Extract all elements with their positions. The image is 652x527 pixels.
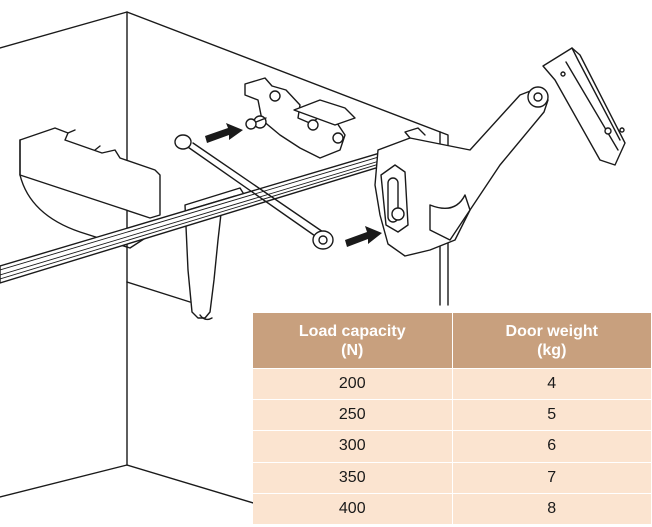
arrow-top [205,118,266,143]
table-header-row: Load capacity (N) Door weight (kg) [253,313,651,369]
cell-load-capacity: 250 [253,399,453,431]
door-mounting-plate [543,48,625,165]
cell-load-capacity: 300 [253,430,453,463]
header-load-capacity: Load capacity (N) [253,313,453,369]
table-row: 400 8 [253,492,651,524]
table-row: 200 4 [253,367,651,400]
cell-door-weight: 7 [452,461,651,494]
load-capacity-table: Load capacity (N) Door weight (kg) 200 4… [253,313,651,524]
cell-door-weight: 4 [452,367,651,400]
cell-door-weight: 8 [452,492,651,524]
table-row: 300 6 [253,430,651,463]
strut-rod [175,135,333,249]
header-load-capacity-title: Load capacity [298,322,406,340]
table-row: 350 7 [253,461,651,494]
rear-fitting-plate [245,78,355,158]
header-door-weight: Door weight (kg) [452,313,651,369]
cell-load-capacity: 200 [253,367,453,400]
header-door-weight-unit: (kg) [537,341,567,359]
header-door-weight-title: Door weight [505,322,598,340]
left-mounting-bracket [20,128,160,248]
cell-door-weight: 5 [452,399,651,431]
horizontal-rail [0,150,402,283]
arrow-bottom [345,226,382,247]
header-load-capacity-unit: (N) [341,341,364,359]
cell-load-capacity: 350 [253,461,453,494]
table-row: 250 5 [253,399,651,431]
cell-load-capacity: 400 [253,492,453,524]
cell-door-weight: 6 [452,430,651,463]
lift-arm-assembly [375,87,548,256]
